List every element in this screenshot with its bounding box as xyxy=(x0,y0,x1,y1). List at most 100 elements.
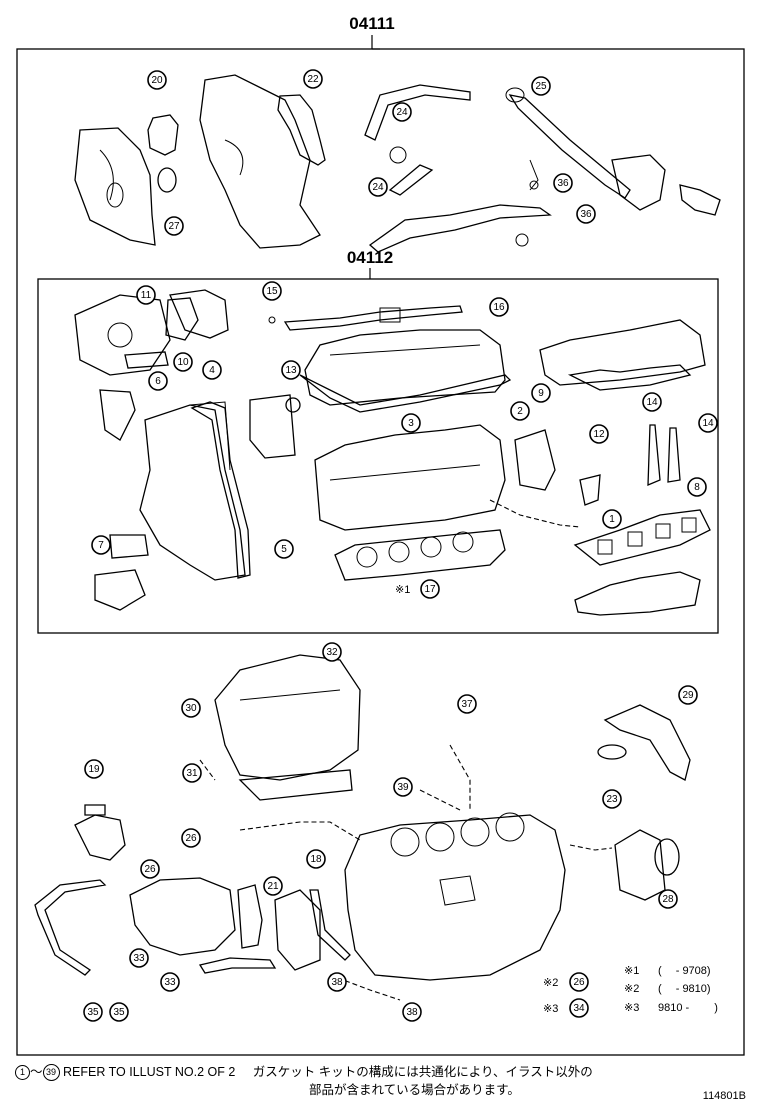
callout-22: 22 xyxy=(303,69,323,89)
callout-number: 36 xyxy=(557,178,569,189)
callout-number: 25 xyxy=(535,81,547,92)
callout-circle xyxy=(687,477,707,497)
callout-circle xyxy=(510,401,530,421)
callout-number: 7 xyxy=(98,540,104,551)
illustration-id: 114801B xyxy=(702,1090,746,1102)
callout-number: 29 xyxy=(682,690,694,701)
water-pipe-25 xyxy=(505,87,721,216)
jp-note-line-1: ガスケット キットの構成には共通化により、イラスト以外の xyxy=(252,1065,593,1079)
callout-17: 17 xyxy=(420,579,440,599)
seal-13 xyxy=(285,397,301,413)
callout-circle xyxy=(160,972,180,992)
callout-circle xyxy=(303,69,323,89)
callout-number: 24 xyxy=(372,182,384,193)
callout-32: 32 xyxy=(322,642,342,662)
callout-30: 30 xyxy=(181,698,201,718)
range-tilde: ～ xyxy=(30,1065,43,1079)
callout-number: 14 xyxy=(646,397,658,408)
mark-17: ※1 xyxy=(395,584,410,596)
note1-text: ( - 9708) xyxy=(658,965,711,977)
callout-31: 31 xyxy=(182,763,202,783)
callout-number: 26 xyxy=(573,977,585,988)
gasket-11 xyxy=(165,297,199,341)
water-inlet xyxy=(94,569,146,611)
callout-2: 2 xyxy=(510,401,530,421)
mark-26: ※2 xyxy=(543,977,558,989)
callout-37: 37 xyxy=(457,694,477,714)
callout-6: 6 xyxy=(148,371,168,391)
callout-circle xyxy=(393,777,413,797)
callout-25: 25 xyxy=(531,76,551,96)
callout-1: 1 xyxy=(602,509,622,529)
callout-circle xyxy=(202,360,222,380)
callout-number: 15 xyxy=(266,286,278,297)
gasket-20 xyxy=(147,114,179,156)
callout-circle xyxy=(182,763,202,783)
callout-circle xyxy=(531,76,551,96)
bracket-part xyxy=(249,394,296,459)
callout-24: 24 xyxy=(368,177,388,197)
exhaust-manifold xyxy=(574,571,701,616)
callout-12: 12 xyxy=(589,424,609,444)
callout-circle xyxy=(392,102,412,122)
callout-circle xyxy=(698,413,718,433)
callout-number: 30 xyxy=(185,703,197,714)
callout-number: 37 xyxy=(461,699,473,710)
callout-26: 26 xyxy=(181,828,201,848)
gasket-2 xyxy=(514,429,556,491)
callout-circle xyxy=(140,859,160,879)
refer-text: REFER TO ILLUST NO.2 OF 2 xyxy=(63,1065,236,1079)
callout-number: 23 xyxy=(606,794,618,805)
callout-16: 16 xyxy=(489,297,509,317)
callout-number: 21 xyxy=(267,881,279,892)
callout-number: 17 xyxy=(424,584,436,595)
water-outlet-23 xyxy=(597,704,691,781)
callout-circle xyxy=(569,998,589,1018)
callout-circle xyxy=(262,281,282,301)
range-start-badge: 1 xyxy=(15,1065,30,1081)
callout-28: 28 xyxy=(658,889,678,909)
callout-circle xyxy=(401,413,421,433)
callout-number: 33 xyxy=(133,953,145,964)
callout-circle xyxy=(642,392,662,412)
callout-number: 14 xyxy=(702,418,714,429)
callout-circle xyxy=(281,360,301,380)
callout-36: 36 xyxy=(553,173,573,193)
callout-circle xyxy=(402,1002,422,1022)
outer-kit-frame xyxy=(16,48,745,1056)
callout-35: 35 xyxy=(83,1002,103,1022)
pipe-assembly-mid xyxy=(368,159,552,253)
callout-23: 23 xyxy=(602,789,622,809)
callout-10: 10 xyxy=(173,352,193,372)
callout-circle xyxy=(148,371,168,391)
callout-circle xyxy=(553,173,573,193)
outer-kit-code: 04111 xyxy=(349,14,394,33)
callout-circle xyxy=(602,509,622,529)
callout-24: 24 xyxy=(392,102,412,122)
inner-kit-frame xyxy=(37,278,719,634)
footer-line-1: 1～39 REFER TO ILLUST NO.2 OF 2 ガスケット キット… xyxy=(15,1061,593,1082)
callout-circle xyxy=(589,424,609,444)
callout-number: 36 xyxy=(580,209,592,220)
callout-11: 11 xyxy=(136,285,156,305)
callout-circle xyxy=(576,204,596,224)
callout-circle xyxy=(173,352,193,372)
callout-33: 33 xyxy=(160,972,180,992)
callout-13: 13 xyxy=(281,360,301,380)
exhaust-manifold-gasket-8 xyxy=(573,509,711,566)
callout-circle xyxy=(368,177,388,197)
callout-number: 8 xyxy=(694,482,700,493)
callout-circle xyxy=(658,889,678,909)
oil-pan-part xyxy=(274,889,321,971)
callout-number: 16 xyxy=(493,302,505,313)
callout-number: 3 xyxy=(408,418,414,429)
callout-29: 29 xyxy=(678,685,698,705)
note2-mark: ※2 xyxy=(624,983,639,995)
callout-circle xyxy=(129,948,149,968)
note2-text: ( - 9810) xyxy=(658,983,711,995)
cylinder-head xyxy=(314,424,506,531)
callout-circle xyxy=(136,285,156,305)
callout-39: 39 xyxy=(393,777,413,797)
callout-number: 12 xyxy=(593,429,605,440)
mark-34: ※3 xyxy=(543,1003,558,1015)
